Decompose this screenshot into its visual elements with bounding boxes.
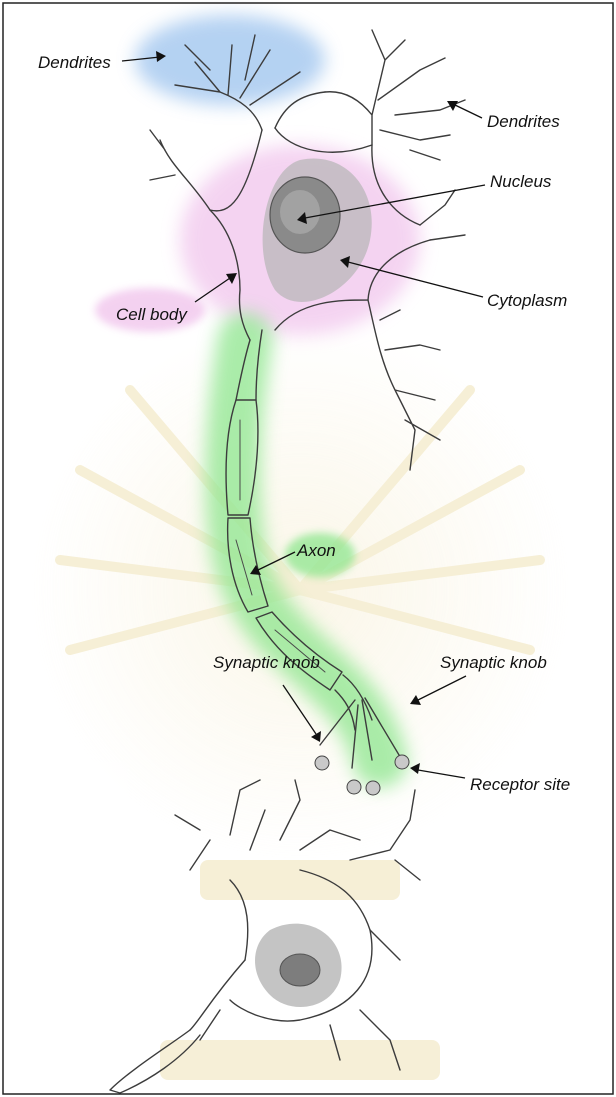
label-receptor-site: Receptor site [470, 775, 570, 794]
label-cytoplasm: Cytoplasm [487, 291, 567, 310]
dendrite-highlight [135, 15, 325, 105]
label-synaptic-knob-left: Synaptic knob [213, 653, 320, 672]
label-dendrites-right: Dendrites [487, 112, 560, 131]
label-axon: Axon [296, 541, 336, 560]
label-cell-body: Cell body [116, 305, 188, 324]
label-nucleus: Nucleus [490, 172, 552, 191]
label-dendrites-top-left: Dendrites [38, 53, 111, 72]
label-synaptic-knob-right: Synaptic knob [440, 653, 547, 672]
